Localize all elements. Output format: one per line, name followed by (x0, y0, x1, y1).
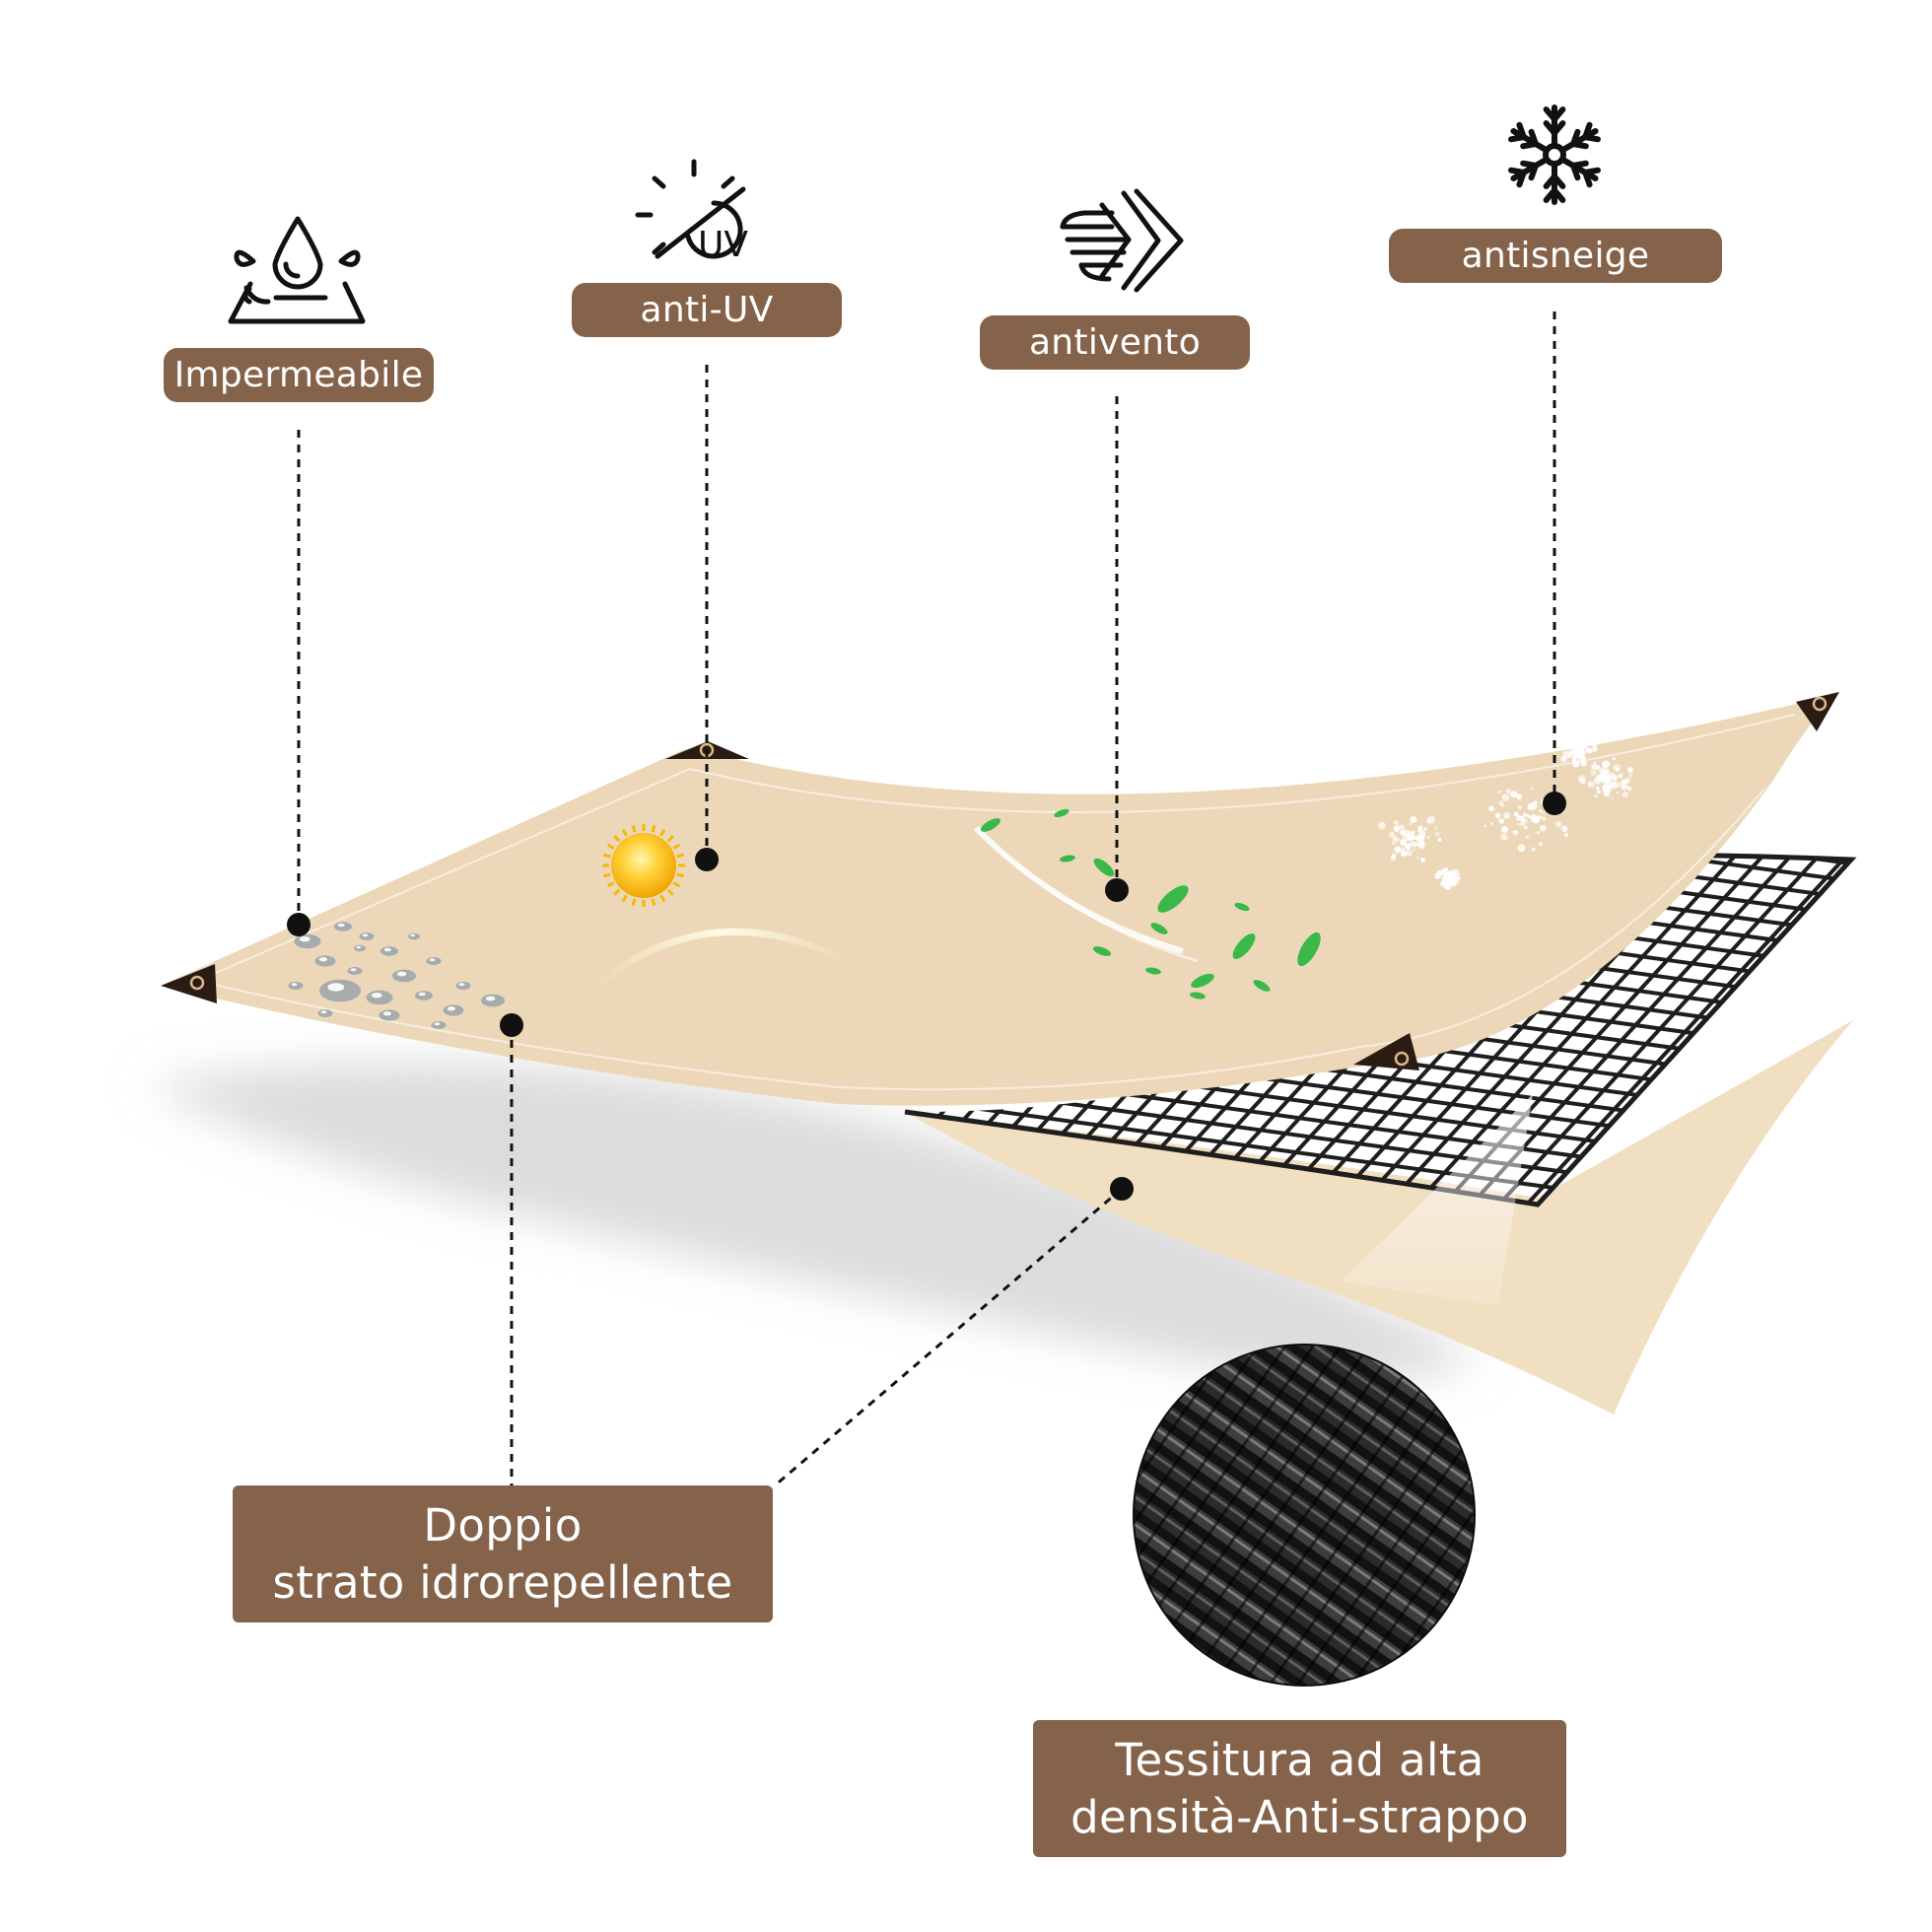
weave-circle (1124, 1331, 1488, 1695)
water-drop-icon (231, 219, 363, 321)
tarp-upper-layer (161, 695, 1835, 1106)
sun-uv-icon: UV (638, 162, 748, 265)
callout-weave: Tessitura ad alta densità-Anti-strappo (1033, 1720, 1566, 1857)
badge-anti-uv: anti-UV (572, 283, 842, 337)
callout-double-layer: Doppio strato idrorepellente (233, 1485, 773, 1622)
snowflake-icon (1511, 107, 1598, 202)
badge-antisneige: antisneige (1389, 229, 1722, 283)
badge-antivento: antivento (980, 315, 1250, 370)
wind-icon (1063, 191, 1181, 290)
callout-double-layer-line1: Doppio (423, 1497, 582, 1554)
grommet-left (161, 964, 217, 1003)
badge-impermeabile-label: Impermeabile (174, 355, 424, 395)
badge-impermeabile: Impermeabile (164, 348, 434, 402)
callout-weave-line2: densità-Anti-strappo (1070, 1789, 1529, 1846)
badge-anti-uv-label: anti-UV (640, 290, 773, 330)
svg-text:UV: UV (698, 225, 748, 265)
badge-antivento-label: antivento (1029, 322, 1201, 363)
callout-double-layer-line2: strato idrorepellente (272, 1554, 732, 1612)
badge-antisneige-label: antisneige (1462, 236, 1650, 276)
callout-weave-line1: Tessitura ad alta (1115, 1732, 1484, 1789)
